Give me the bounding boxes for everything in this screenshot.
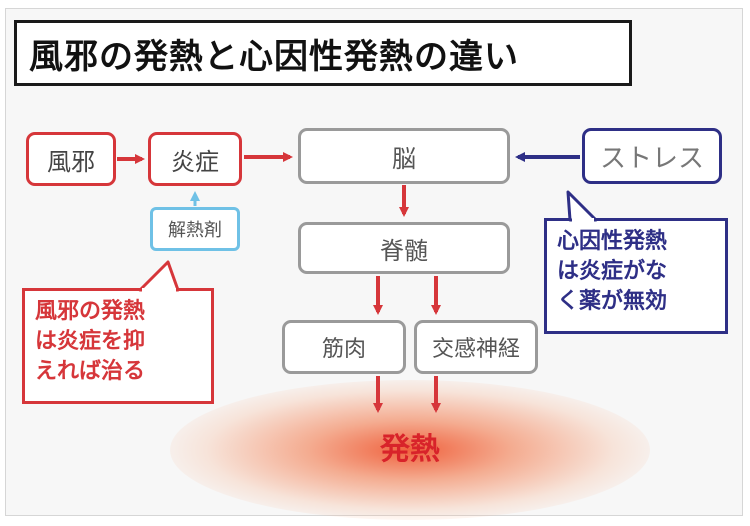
node-spinal-cord: 脊髄: [298, 222, 510, 274]
callout-red-tail: [138, 260, 180, 292]
diagram-title: 風邪の発熱と心因性発熱の違い: [14, 20, 632, 86]
fever-glow: [170, 380, 650, 520]
callout-psy-line-3: く薬が無効: [557, 289, 668, 314]
callout-psy-line-2: は炎症がな: [557, 259, 668, 284]
node-cold: 風邪: [26, 132, 116, 186]
callout-cold-line-3: えれば治る: [35, 359, 146, 384]
node-muscle: 筋肉: [282, 320, 406, 374]
node-sympathetic-nerve: 交感神経: [414, 320, 538, 374]
node-antipyretic: 解熱剤: [150, 207, 240, 251]
callout-cold-fever: 風邪の発熱 は炎症を抑 えれば治る: [22, 288, 214, 404]
node-inflammation: 炎症: [148, 132, 242, 186]
callout-blue-tail: [566, 190, 598, 222]
callout-cold-line-1: 風邪の発熱: [35, 299, 146, 324]
callout-psy-line-1: 心因性発熱: [557, 229, 668, 254]
node-fever: 発熱: [380, 432, 440, 467]
callout-psychogenic-fever: 心因性発熱 は炎症がな く薬が無効: [544, 218, 728, 334]
node-brain: 脳: [298, 128, 510, 184]
callout-cold-line-2: は炎症を抑: [35, 329, 146, 354]
node-stress: ストレス: [582, 128, 722, 184]
